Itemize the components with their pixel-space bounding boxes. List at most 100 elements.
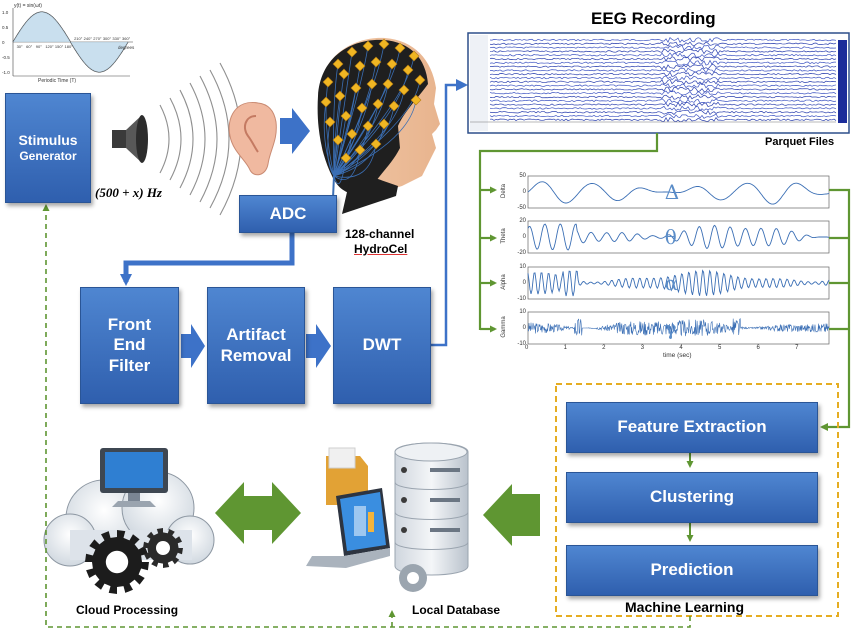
ear-icon	[228, 102, 277, 176]
band-series-line-gamma	[527, 318, 830, 337]
gear-hole	[156, 541, 170, 555]
cap-electrode	[322, 76, 334, 88]
eeg-channel-trace	[489, 56, 837, 62]
sine-x-caption: Periodic Time (T)	[38, 78, 77, 84]
clustering-box: Clustering	[566, 472, 818, 523]
eeg-channel-trace	[489, 41, 837, 47]
cap-electrode	[372, 98, 384, 110]
band-x-tick: 3	[640, 345, 645, 351]
sine-x-tick: 90°	[35, 44, 42, 49]
feature-extraction-box: Feature Extraction	[566, 402, 818, 453]
sine-plot	[6, 4, 139, 84]
prediction-box: Prediction	[566, 545, 818, 596]
dwt-to-eeg-arrow	[431, 79, 468, 347]
band-y-tick: 0	[522, 325, 526, 331]
cap-electrode	[338, 68, 350, 80]
sound-waves	[159, 62, 242, 216]
sine-x-tick: 150°	[54, 44, 64, 49]
cap-wire	[333, 99, 417, 177]
cap-wire	[333, 107, 363, 177]
front-end-filter-line1: Front	[107, 314, 152, 334]
cap-caption-line1: 128-channel	[345, 227, 415, 241]
cap-electrode	[382, 78, 394, 90]
band-y-tick: 0	[522, 234, 526, 240]
feedback-loop-line	[42, 204, 691, 628]
artifact-removal-box: Artifact Removal	[207, 287, 305, 404]
cap-electrode	[356, 102, 368, 114]
band-symbol: γ	[664, 316, 677, 340]
eeg-channel-trace	[489, 78, 837, 85]
sine-x-tick: 60°	[26, 44, 33, 49]
cap-wire	[333, 123, 385, 177]
artifact-to-dwt-arrow	[306, 324, 331, 368]
cap-caption-line2: HydroCel	[354, 242, 408, 256]
sine-x-tick: 270°	[93, 36, 102, 41]
cap-wire	[333, 149, 361, 181]
cap-wire	[333, 63, 339, 177]
eeg-channel-trace	[489, 52, 837, 58]
sine-y-tick: -0.5	[2, 55, 10, 60]
sine-y-tick: -1.0	[2, 70, 10, 75]
band-y-tick: 10	[519, 309, 526, 315]
cap-wire	[333, 51, 353, 177]
eeg-channel-trace	[489, 109, 837, 116]
band-x-tick: 1	[563, 345, 567, 351]
band-x-tick: 2	[602, 345, 606, 351]
band-series-label: Alpha	[501, 274, 507, 290]
cap-electrode	[398, 84, 410, 96]
sine-x-unit: degrees	[118, 45, 135, 50]
band-symbol: α	[664, 271, 679, 295]
cap-wire	[327, 121, 335, 177]
band-x-label: time (sec)	[663, 352, 692, 359]
ear-to-head-arrow	[280, 108, 310, 154]
speaker-icon	[112, 115, 148, 163]
cap-electrode	[378, 38, 390, 50]
cap-electrode	[414, 74, 426, 86]
band-x-tick: 0	[525, 345, 529, 351]
cloud-db-double-arrow	[215, 482, 301, 544]
band-y-tick: -10	[517, 296, 526, 302]
eeg-recording-title: EEG Recording	[591, 9, 716, 28]
band-y-tick: -50	[517, 205, 526, 211]
generator-label: Generator	[19, 149, 77, 164]
cap-wire	[333, 125, 369, 177]
sine-x-tick: 240°	[83, 36, 92, 41]
machine-learning-title: Machine Learning	[625, 599, 745, 615]
cap-electrode	[388, 100, 400, 112]
cap-electrode	[334, 90, 346, 102]
band-series-label: Gamma	[501, 316, 507, 338]
sine-x-tick: 180°	[64, 44, 73, 49]
eeg-channel-trace	[489, 98, 837, 104]
band-y-tick: 10	[519, 264, 526, 270]
band-panel-frame	[527, 266, 830, 300]
band-x-tick: 4	[679, 345, 683, 351]
band-decomposition-chart	[527, 175, 830, 345]
cap-electrode	[394, 42, 406, 54]
cap-electrode	[340, 152, 352, 164]
eeg-channel-trace	[489, 105, 837, 112]
sine-x-tick: 360°	[122, 36, 131, 41]
bands-to-feature-connector	[820, 188, 851, 431]
cap-wire	[333, 89, 405, 177]
sine-y-tick: 0.5	[2, 25, 9, 30]
band-panel-frame	[527, 175, 830, 209]
sine-x-tick: 210°	[74, 36, 83, 41]
cap-electrode	[340, 110, 352, 122]
band-x-tick: 7	[795, 345, 799, 351]
eeg-channel-trace	[489, 101, 837, 108]
band-panel-frame	[527, 220, 830, 254]
front-end-filter-line3: Filter	[108, 355, 151, 375]
band-y-tick: 50	[519, 173, 526, 179]
eeg-cap-head-icon	[317, 37, 440, 214]
machine-learning-container	[555, 383, 839, 617]
cap-electrode	[354, 144, 366, 156]
adc-box: ADC	[239, 195, 337, 233]
cap-wire	[333, 115, 347, 177]
cap-electrode	[386, 58, 398, 70]
cap-wire	[325, 81, 335, 177]
eeg-channel-trace	[489, 82, 837, 89]
eeg-channel-trace	[489, 63, 837, 70]
eeg-channel-trace	[489, 113, 837, 119]
gears-icon	[85, 528, 183, 594]
eeg-channel-trace	[489, 67, 837, 74]
